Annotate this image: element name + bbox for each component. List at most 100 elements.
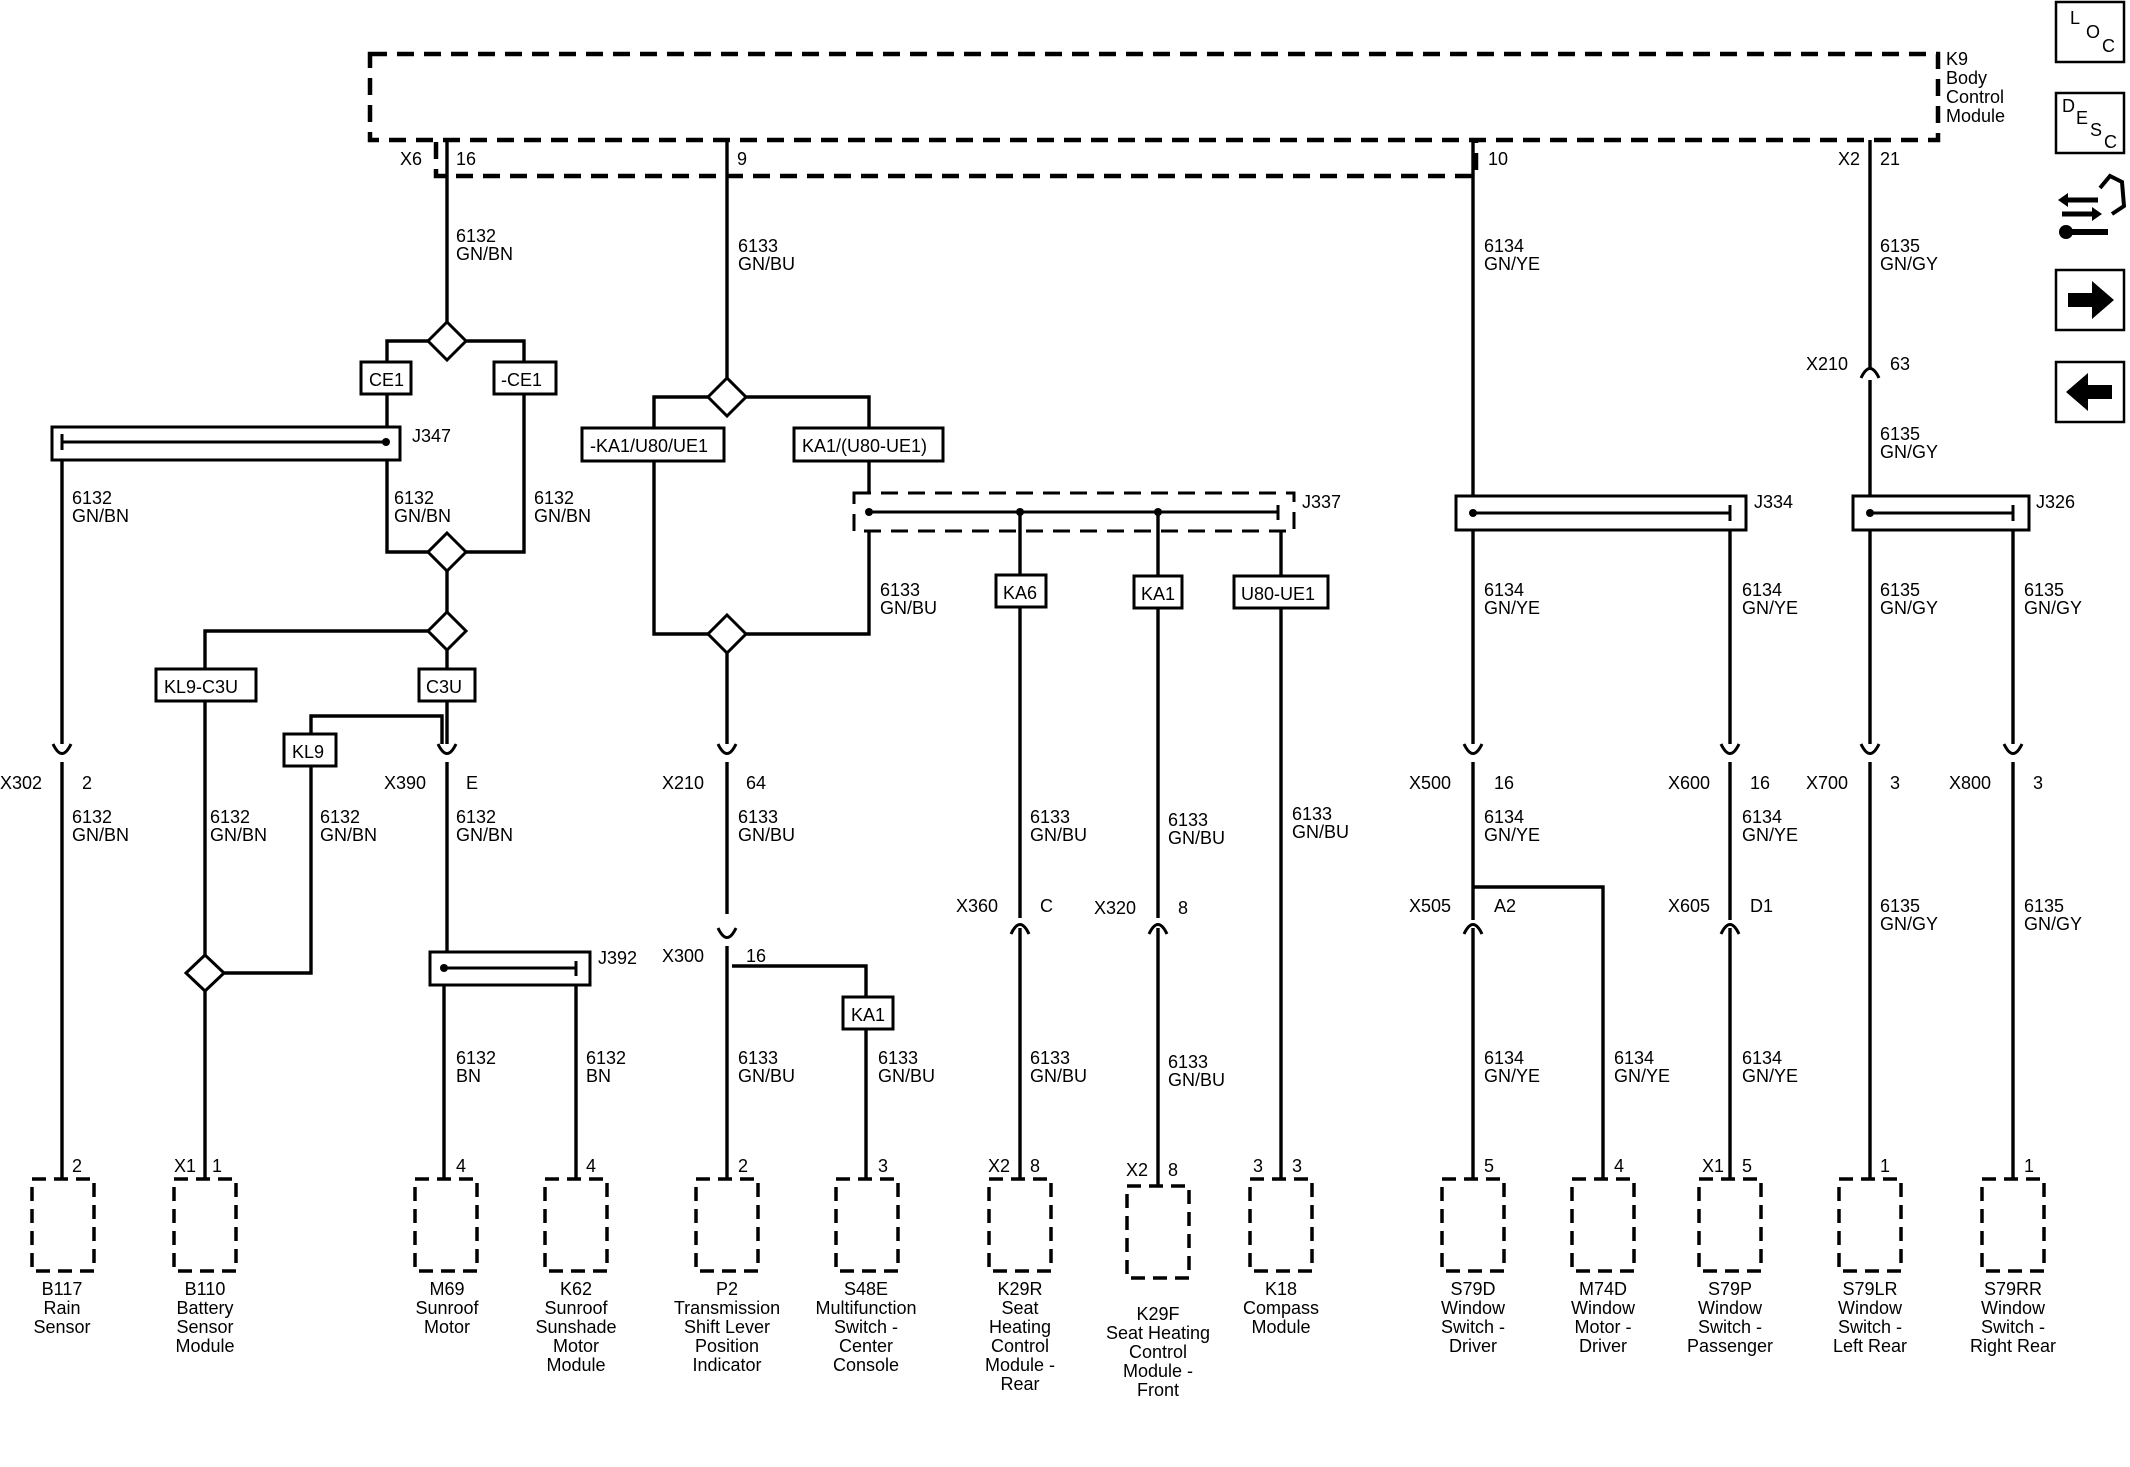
svg-text:1: 1 — [2024, 1156, 2034, 1176]
svg-text:6132: 6132 — [456, 226, 496, 246]
svg-text:Switch -: Switch - — [1838, 1317, 1902, 1337]
next-button[interactable] — [2054, 268, 2126, 332]
svg-text:Control: Control — [1129, 1342, 1187, 1362]
svg-text:Window: Window — [1441, 1298, 1506, 1318]
svg-text:Window: Window — [1981, 1298, 2046, 1318]
svg-text:X1: X1 — [1702, 1156, 1724, 1176]
loc-button[interactable]: L O C — [2054, 0, 2126, 64]
pin-21: 21 — [1880, 149, 1900, 169]
svg-text:K18: K18 — [1265, 1279, 1297, 1299]
svg-text:Window: Window — [1838, 1298, 1903, 1318]
svg-text:Module: Module — [175, 1336, 234, 1356]
inline-connector-x600 — [1719, 743, 1741, 755]
svg-text:C: C — [1040, 896, 1053, 916]
svg-text:6133: 6133 — [880, 580, 920, 600]
svg-text:GN/BN: GN/BN — [534, 506, 591, 526]
svg-text:E: E — [2076, 108, 2088, 128]
component-b117: 2 B117 Rain Sensor — [30, 1156, 96, 1337]
svg-text:U80-UE1: U80-UE1 — [1241, 584, 1315, 604]
svg-text:X700: X700 — [1806, 773, 1848, 793]
svg-text:Switch -: Switch - — [834, 1317, 898, 1337]
svg-text:A2: A2 — [1494, 896, 1516, 916]
svg-text:GN/BU: GN/BU — [1030, 1066, 1087, 1086]
svg-text:GN/GY: GN/GY — [1880, 442, 1938, 462]
component-s48e: 3 S48E Multifunction Switch - Center Con… — [815, 1156, 916, 1375]
svg-text:2: 2 — [82, 773, 92, 793]
circuit-6132: 6132 GN/BN CE1 -CE1 J347 6132 GN/BN 6132… — [0, 140, 637, 1179]
svg-text:K29R: K29R — [997, 1279, 1042, 1299]
svg-text:6132: 6132 — [72, 488, 112, 508]
svg-text:L: L — [2070, 8, 2080, 28]
svg-text:Driver: Driver — [1449, 1336, 1497, 1356]
svg-text:Console: Console — [833, 1355, 899, 1375]
inline-connector-x210-63 — [1859, 367, 1881, 379]
option-ka1-box — [841, 995, 895, 1031]
svg-text:X605: X605 — [1668, 896, 1710, 916]
svg-text:GN/BN: GN/BN — [320, 825, 377, 845]
x6-label: X6 — [400, 149, 422, 169]
svg-text:Center: Center — [839, 1336, 893, 1356]
svg-text:Seat: Seat — [1001, 1298, 1038, 1318]
svg-text:J347: J347 — [412, 426, 451, 446]
svg-text:3: 3 — [2033, 773, 2043, 793]
component-m74d: 4 M74D Window Motor - Driver — [1570, 1156, 1636, 1356]
svg-text:Window: Window — [1698, 1298, 1763, 1318]
svg-text:X500: X500 — [1409, 773, 1451, 793]
svg-text:6134: 6134 — [1614, 1048, 1654, 1068]
svg-text:GN/BU: GN/BU — [1168, 1070, 1225, 1090]
inline-connector-x300 — [716, 927, 738, 939]
circuit-6135: 6135 GN/GY X210 63 6135 GN/GY J326 6135 … — [1806, 140, 2082, 1179]
component-k62: 4 K62 Sunroof Sunshade Motor Module — [535, 1156, 616, 1375]
svg-text:X2: X2 — [988, 1156, 1010, 1176]
svg-text:X390: X390 — [384, 773, 426, 793]
svg-text:6135: 6135 — [1880, 896, 1920, 916]
svg-text:6133: 6133 — [1030, 1048, 1070, 1068]
svg-text:Motor -: Motor - — [1574, 1317, 1631, 1337]
svg-text:4: 4 — [1614, 1156, 1624, 1176]
svg-text:3: 3 — [1292, 1156, 1302, 1176]
option-kl9-box — [282, 732, 338, 768]
svg-text:1: 1 — [212, 1156, 222, 1176]
svg-text:6132: 6132 — [586, 1048, 626, 1068]
back-button[interactable] — [2054, 360, 2126, 424]
option-diamond — [705, 375, 749, 419]
svg-text:Heating: Heating — [989, 1317, 1051, 1337]
option-diamond — [425, 530, 469, 574]
svg-text:4: 4 — [456, 1156, 466, 1176]
svg-text:GN/GY: GN/GY — [1880, 254, 1938, 274]
component-p2: 2 P2 Transmission Shift Lever Position I… — [674, 1156, 780, 1375]
svg-text:GN/BN: GN/BN — [72, 825, 129, 845]
svg-text:KL9-C3U: KL9-C3U — [164, 677, 238, 697]
svg-text:B110: B110 — [185, 1279, 226, 1299]
svg-text:GN/BN: GN/BN — [394, 506, 451, 526]
svg-text:2: 2 — [738, 1156, 748, 1176]
svg-text:J337: J337 — [1302, 492, 1341, 512]
svg-text:6133: 6133 — [738, 1048, 778, 1068]
svg-text:KA1: KA1 — [851, 1005, 885, 1025]
desc-button[interactable]: D E S C — [2054, 91, 2126, 155]
svg-text:X360: X360 — [956, 896, 998, 916]
svg-text:5: 5 — [1742, 1156, 1752, 1176]
svg-text:GN/GY: GN/GY — [1880, 914, 1938, 934]
svg-text:3: 3 — [1890, 773, 1900, 793]
svg-text:6134: 6134 — [1484, 580, 1524, 600]
svg-text:M69: M69 — [429, 1279, 464, 1299]
svg-text:GN/BN: GN/BN — [210, 825, 267, 845]
svg-text:O: O — [2086, 22, 2100, 42]
svg-text:X2: X2 — [1126, 1160, 1148, 1180]
svg-text:6133: 6133 — [738, 236, 778, 256]
schematic-tool-button[interactable] — [2058, 173, 2127, 239]
svg-text:GN/YE: GN/YE — [1742, 1066, 1798, 1086]
svg-text:Seat Heating: Seat Heating — [1106, 1323, 1210, 1343]
component-s79lr: 1 S79LR Window Switch - Left Rear — [1833, 1156, 1907, 1356]
svg-text:D: D — [2062, 96, 2075, 116]
svg-text:CE1: CE1 — [369, 370, 404, 390]
svg-text:3: 3 — [1253, 1156, 1263, 1176]
svg-text:2: 2 — [72, 1156, 82, 1176]
svg-text:X210: X210 — [662, 773, 704, 793]
svg-text:Window: Window — [1571, 1298, 1636, 1318]
svg-text:KA1: KA1 — [1141, 584, 1175, 604]
svg-text:4: 4 — [586, 1156, 596, 1176]
inline-connector-x505 — [1462, 923, 1484, 935]
svg-text:Battery: Battery — [176, 1298, 233, 1318]
